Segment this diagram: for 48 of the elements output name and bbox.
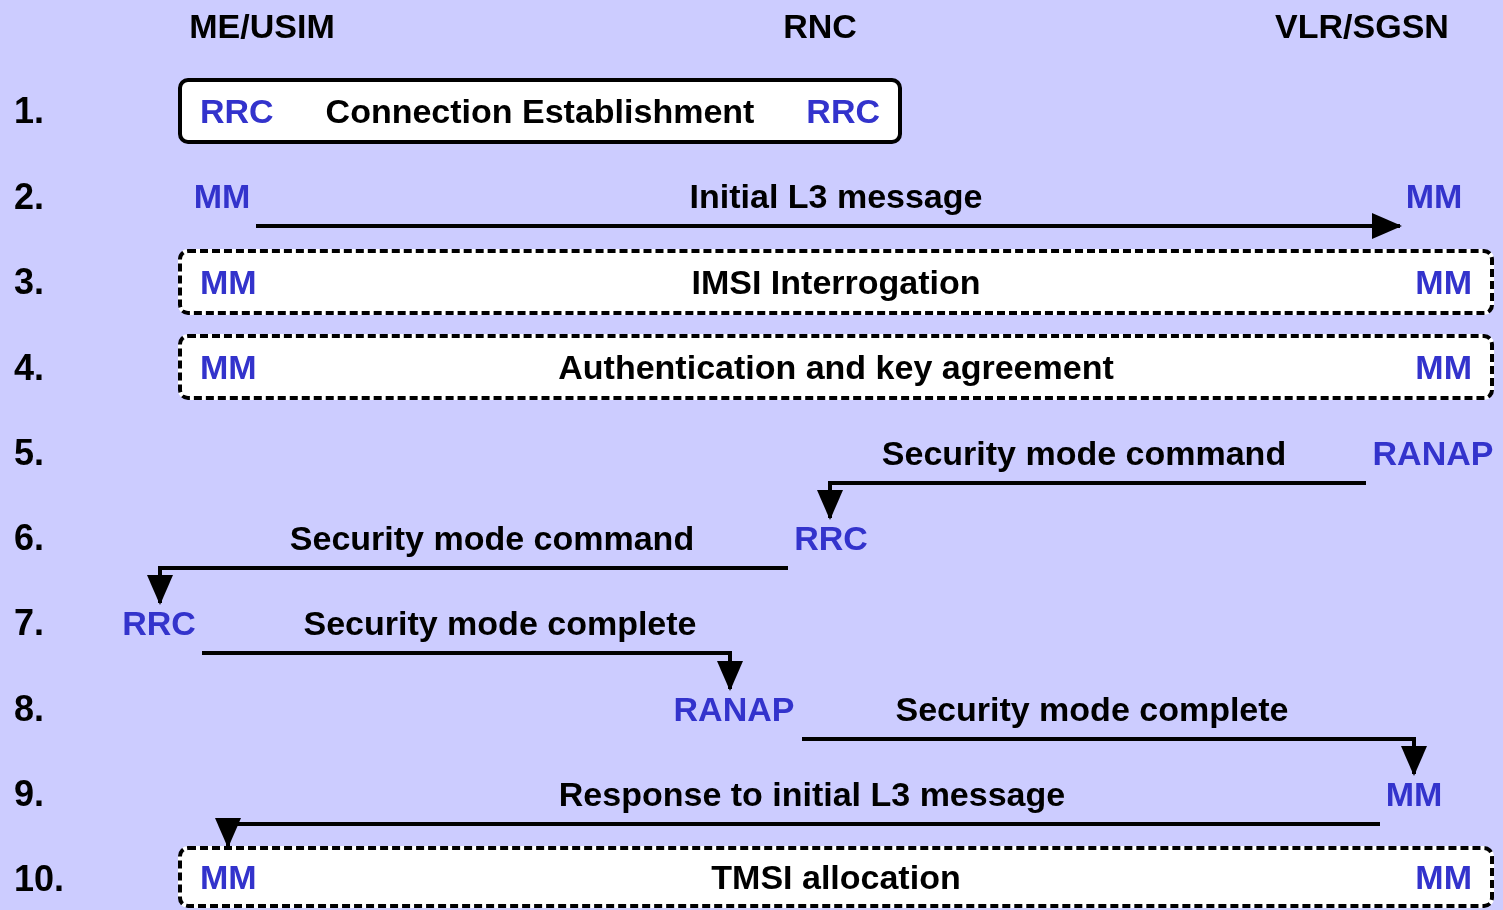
process-box [178, 846, 1494, 908]
protocol-label: MM [1400, 176, 1468, 232]
step-number: 4. [14, 348, 45, 388]
protocol-label: MM [200, 347, 257, 387]
protocol-label: MM [200, 262, 257, 302]
process-box [178, 78, 902, 144]
protocol-label: RRC [788, 518, 874, 574]
column-header: RNC [783, 6, 857, 46]
protocol-label: MM [1415, 262, 1472, 302]
step-title: Connection Establishment [325, 91, 755, 131]
arrow [202, 651, 743, 691]
step-title: IMSI Interrogation [691, 262, 981, 302]
protocol-label: RRC [116, 603, 202, 659]
column-header: ME/USIM [189, 6, 335, 46]
arrow [256, 213, 1402, 239]
process-box [178, 334, 1494, 400]
edge-label: Initial L3 message [689, 176, 983, 216]
step-number: 9. [14, 774, 45, 814]
step-number: 10. [14, 859, 65, 899]
protocol-label: RRC [806, 91, 880, 131]
arrow [817, 481, 1366, 520]
step-number: 7. [14, 603, 45, 643]
arrow [802, 737, 1427, 776]
step-number: 3. [14, 262, 45, 302]
protocol-label: RANAP [1366, 433, 1500, 489]
protocol-label: RRC [200, 91, 274, 131]
step-title: TMSI allocation [711, 857, 961, 897]
step-title: Authentication and key agreement [558, 347, 1114, 387]
step-number: 1. [14, 91, 45, 131]
edge-label: Security mode complete [303, 603, 697, 643]
protocol-label: MM [1415, 857, 1472, 897]
protocol-label: MM [188, 176, 256, 232]
protocol-label: MM [1380, 774, 1448, 830]
column-header: VLR/SGSN [1275, 6, 1449, 46]
edge-label: Security mode command [881, 433, 1287, 473]
protocol-label: RANAP [666, 689, 802, 745]
step-number: 6. [14, 518, 45, 558]
process-box [178, 249, 1494, 315]
step-number: 2. [14, 177, 45, 217]
protocol-label: MM [200, 857, 257, 897]
step-number: 8. [14, 689, 45, 729]
step-number: 5. [14, 433, 45, 473]
edge-label: Response to initial L3 message [558, 774, 1066, 814]
edge-label: Security mode complete [895, 689, 1289, 729]
edge-label: Security mode command [289, 518, 695, 558]
protocol-label: MM [1415, 347, 1472, 387]
arrow [147, 566, 788, 605]
arrow [215, 818, 1380, 848]
